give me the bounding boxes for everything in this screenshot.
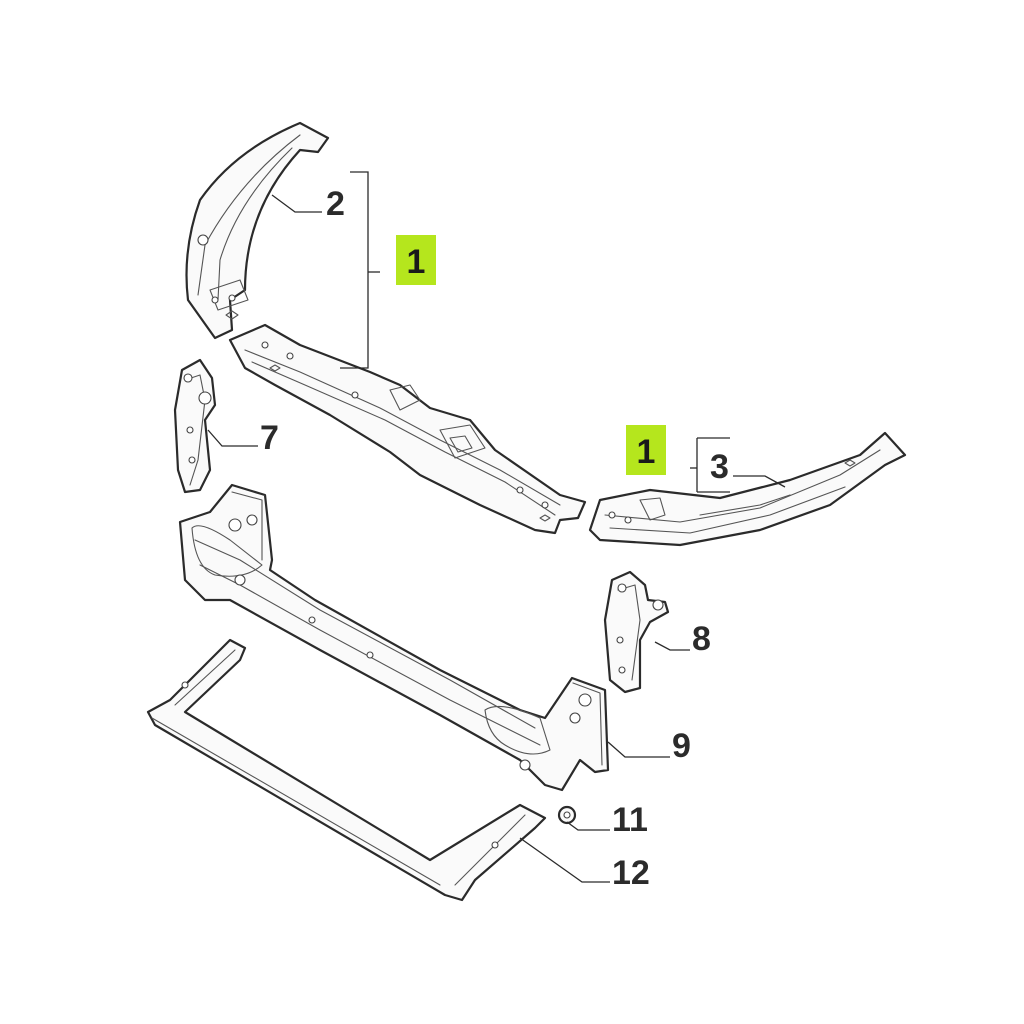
part-8-right-bracket — [603, 570, 670, 694]
callout-group-left: 1 — [396, 235, 436, 285]
part-7-left-bracket — [173, 358, 217, 494]
callout-group-right-label: 1 — [637, 433, 656, 471]
label-part-9: 9 — [672, 727, 691, 765]
label-part-8: 8 — [692, 620, 711, 658]
part-2-left-upper-rail — [185, 121, 330, 340]
part-9-lower-crossmember — [178, 483, 610, 792]
label-part-11: 11 — [612, 801, 648, 839]
label-part-2: 2 — [326, 185, 345, 223]
callout-group-left-label: 1 — [407, 243, 426, 281]
part-12-lower-beam — [146, 638, 547, 902]
label-part-3: 3 — [710, 448, 729, 486]
part-3-right-rail — [588, 431, 907, 547]
leader-lines — [207, 171, 786, 883]
label-part-12: 12 — [612, 854, 650, 892]
upper-crossmember — [228, 323, 587, 535]
callout-group-right: 1 — [626, 425, 666, 475]
part-11-nut — [557, 805, 577, 825]
label-part-7: 7 — [260, 419, 279, 457]
